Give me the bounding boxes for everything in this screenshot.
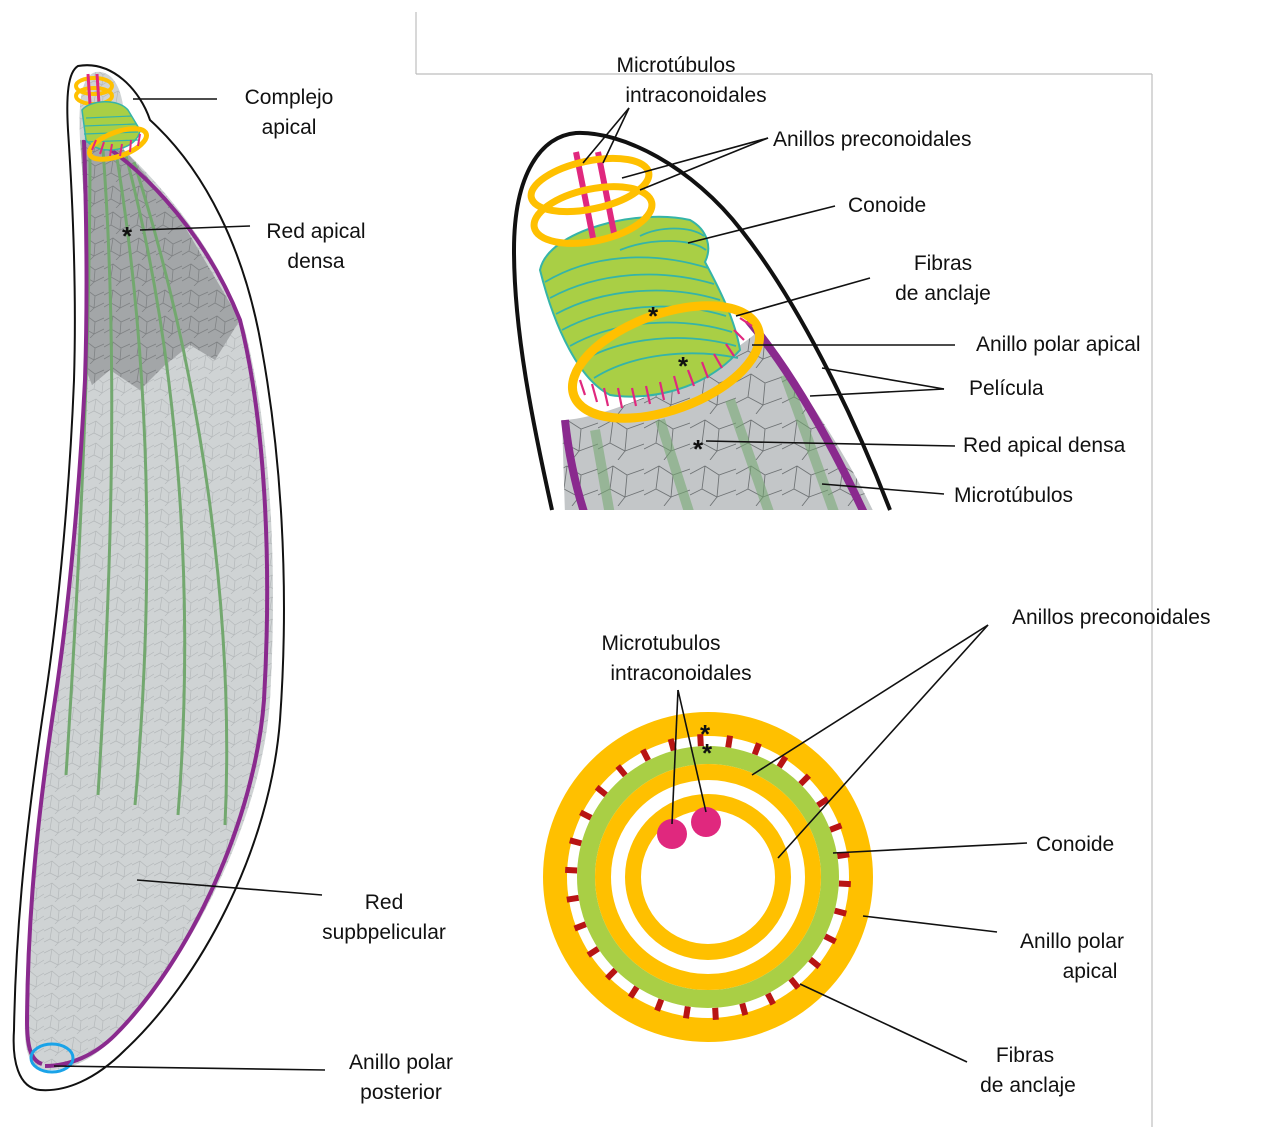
anchoring-fiber [830, 825, 841, 829]
detail-asterisk-conoid: * [648, 301, 659, 331]
cross-section: * * [555, 719, 861, 1030]
label-fibras-de-anclaje-cross-2: de anclaje [980, 1074, 1076, 1097]
label-microtubulos-intraconoidales-cross-2: intraconoidales [610, 662, 751, 685]
anchoring-fiber [728, 736, 730, 748]
label-red-subpelicular-1: Red [365, 891, 404, 914]
label-fibras-de-anclaje-cross-1: Fibras [996, 1044, 1054, 1067]
anchoring-fiber [768, 994, 773, 1005]
label-fibras-de-anclaje-2: de anclaje [895, 282, 991, 305]
apex-detail: * * * [500, 120, 900, 520]
anchoring-fiber [800, 776, 808, 785]
detail-asterisk-network: * [693, 434, 704, 464]
anchoring-fiber [643, 750, 648, 761]
anchoring-fiber [810, 959, 819, 967]
anchoring-fiber [686, 1006, 688, 1018]
anchoring-fiber [630, 987, 637, 997]
anchoring-fiber [570, 840, 582, 843]
cell-body: * [0, 60, 300, 1090]
anchoring-fiber [657, 999, 661, 1010]
detail-asterisk-ring: * [678, 351, 689, 381]
anchoring-fiber [839, 884, 851, 885]
anchoring-fiber [597, 787, 606, 795]
label-microtubulos-intraconoidales-cross-1: Microtubulos [601, 632, 720, 655]
marker-asterisk: * [122, 221, 133, 251]
label-peliculo: Película [969, 377, 1044, 400]
anchoring-fiber [575, 924, 586, 928]
anchoring-fiber [791, 979, 799, 988]
label-conoide-cross: Conoide [1036, 833, 1114, 856]
anchoring-fiber [580, 812, 591, 817]
label-anillo-polar-apical: Anillo polar apical [976, 333, 1141, 356]
label-anillos-preconoidales-cross: Anillos preconoidales [1012, 606, 1210, 629]
conoid-ring [586, 755, 830, 999]
label-anillo-polar-posterior-2: posterior [360, 1081, 442, 1104]
cross-asterisk-2: * [702, 738, 713, 768]
label-anillos-preconoidales: Anillos preconoidales [773, 128, 971, 151]
anchoring-fiber [779, 757, 786, 767]
anchoring-fiber [837, 854, 849, 856]
anchoring-fiber [755, 743, 759, 754]
label-microtubulos-intraconoidales-2: intraconoidales [625, 84, 766, 107]
anchoring-fiber [588, 949, 598, 956]
label-conoide: Conoide [848, 194, 926, 217]
label-red-apical-densa-detail: Red apical densa [963, 434, 1126, 457]
label-complejo-apical-1: Complejo [245, 86, 334, 109]
label-anillo-polar-apical-cross-1: Anillo polar [1020, 930, 1124, 953]
label-anillo-polar-posterior-1: Anillo polar [349, 1051, 453, 1074]
anchoring-fiber [825, 936, 836, 941]
label-red-subpelicular-2: supbpelicular [322, 921, 446, 944]
anchoring-fiber [565, 870, 577, 871]
label-fibras-de-anclaje-1: Fibras [914, 252, 972, 275]
anchoring-fiber [835, 911, 847, 914]
anchoring-fiber [742, 1003, 745, 1015]
label-anillo-polar-apical-cross-2: apical [1063, 960, 1118, 983]
anchoring-fiber [567, 898, 579, 900]
anchoring-fiber [715, 1008, 716, 1020]
anchoring-fiber [607, 970, 615, 979]
label-red-apical-densa-2: densa [287, 250, 345, 273]
label-microtubulos-intraconoidales-1: Microtúbulos [616, 54, 735, 77]
anchoring-fiber [618, 766, 626, 775]
label-microtubulos: Microtúbulos [954, 484, 1073, 507]
label-red-apical-densa-1: Red apical [266, 220, 365, 243]
anchoring-fiber [671, 739, 674, 751]
label-complejo-apical-2: apical [262, 116, 317, 139]
